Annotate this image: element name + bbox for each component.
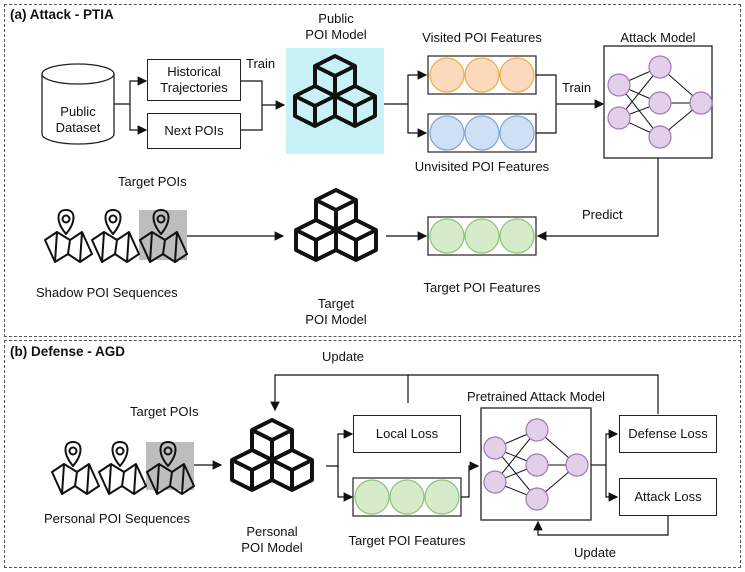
target-features-label-defense: Target POI Features xyxy=(348,533,466,548)
update-top-label: Update xyxy=(322,349,364,364)
update-top-arrow xyxy=(270,374,409,412)
visited-poi-features xyxy=(427,55,537,95)
database-icon xyxy=(41,63,115,145)
pretrained-attack-network xyxy=(494,429,578,500)
pretrained-attack-nodes xyxy=(483,418,589,511)
unvisited-poi-features xyxy=(427,113,537,153)
train-label-2: Train xyxy=(562,80,592,95)
pretrained-attack-model-label: Pretrained Attack Model xyxy=(466,389,606,404)
personal-map-icons xyxy=(51,441,195,495)
shadow-sequences-label: Shadow POI Sequences xyxy=(36,285,178,300)
target-poi-features-attack xyxy=(427,216,537,256)
target-features-label-attack: Target POI Features xyxy=(423,280,541,295)
public-poi-model-cubes-icon xyxy=(293,54,377,128)
features-to-pretrained-arrow xyxy=(461,461,480,498)
target-pois-label-attack: Target POIs xyxy=(118,174,187,189)
public-model-connectors xyxy=(384,70,605,138)
unvisited-features-label: Unvisited POI Features xyxy=(414,159,550,174)
update-bottom-label: Update xyxy=(574,545,616,560)
attack-model-network xyxy=(618,66,702,138)
defense-panel xyxy=(4,340,741,568)
predict-label: Predict xyxy=(582,207,623,222)
historical-trajectories-box: Historical Trajectories xyxy=(147,59,241,101)
target-poi-features-defense xyxy=(352,477,462,517)
dataset-connectors xyxy=(114,76,286,135)
target-pois-label-defense: Target POIs xyxy=(130,404,199,419)
update-bottom-arrow xyxy=(533,516,669,536)
pretrained-to-loss-connectors xyxy=(591,429,619,502)
personal-sequences-label: Personal POI Sequences xyxy=(44,511,190,526)
target-poi-model-cubes-icon xyxy=(294,188,378,262)
defense-panel-title: (b) Defense - AGD xyxy=(10,344,126,359)
attack-loss-box: Attack Loss xyxy=(619,478,717,516)
attack-model-nodes xyxy=(607,55,713,149)
next-pois-box: Next POIs xyxy=(147,113,241,149)
shadow-map-icons xyxy=(44,209,188,263)
personal-poi-model-cubes-icon xyxy=(230,418,314,492)
attack-model-label: Attack Model xyxy=(620,30,696,45)
public-dataset-label: Public Dataset xyxy=(55,104,101,135)
public-poi-model-label: Public POI Model xyxy=(305,11,367,42)
target-poi-model-label: Target POI Model xyxy=(305,296,367,327)
defense-loss-box: Defense Loss xyxy=(619,415,717,453)
attack-panel-title: (a) Attack - PTIA xyxy=(10,7,114,22)
update-top-line xyxy=(408,374,659,414)
train-label-1: Train xyxy=(246,56,276,71)
attack-panel xyxy=(4,4,741,337)
personal-model-connectors xyxy=(326,429,354,502)
local-loss-box: Local Loss xyxy=(353,415,461,453)
predict-arrow xyxy=(536,158,659,241)
personal-poi-model-label: Personal POI Model xyxy=(241,524,303,555)
visited-features-label: Visited POI Features xyxy=(422,30,542,45)
